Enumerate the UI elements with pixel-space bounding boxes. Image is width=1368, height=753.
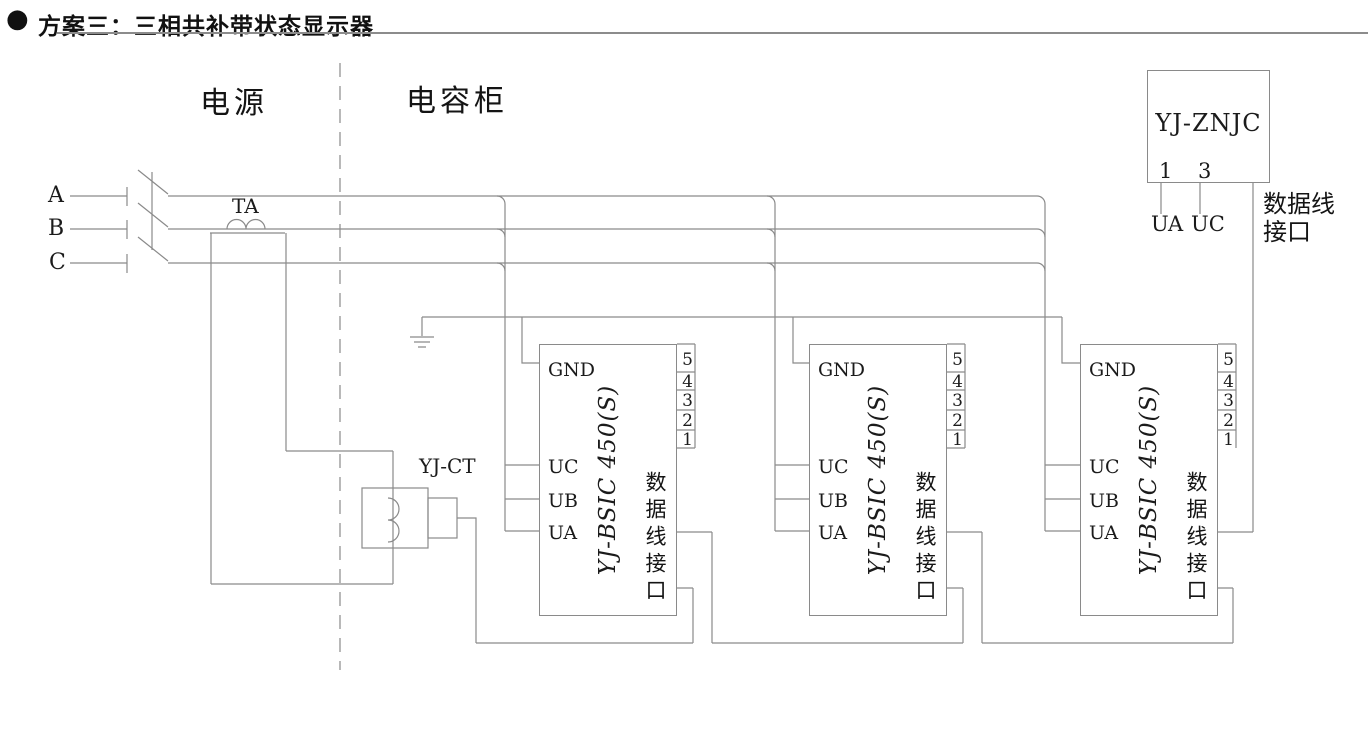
pin-1-label: 1 <box>682 430 693 450</box>
capacitor-zone-label: 电容柜 <box>406 84 508 119</box>
controller-model-label: YJ-BSIC 450(S) <box>1136 384 1162 576</box>
gnd-terminal-label: GND <box>818 359 866 381</box>
title-underline <box>57 32 1368 34</box>
pin-3-label: 3 <box>1223 391 1234 411</box>
data-interface-label: 数据线接口 <box>913 471 937 606</box>
data-interface-label: 数据线接口 <box>643 471 667 606</box>
phase-c-label: C <box>49 250 66 275</box>
pin-3-label: 3 <box>682 391 693 411</box>
uc-terminal-label: UC <box>818 456 849 478</box>
znjc-display-unit: YJ-ZNJC 1 3 <box>1147 70 1270 183</box>
data-line-label-line1: 数据线 <box>1263 190 1335 218</box>
pin-4-label: 4 <box>952 372 963 392</box>
pin-5-label: 5 <box>1223 350 1234 370</box>
pin-1-label: 1 <box>1223 430 1234 450</box>
pin-5-label: 5 <box>952 350 963 370</box>
ct-label: YJ-CT <box>419 454 476 478</box>
power-zone-label: 电源 <box>200 86 268 121</box>
pin-4-label: 4 <box>682 372 693 392</box>
ua-terminal-label: UA <box>818 522 848 544</box>
znjc-pin-stubs <box>1160 183 1201 214</box>
ct-sensor-symbol <box>361 487 477 643</box>
ub-terminal-label: UB <box>818 490 848 512</box>
uc-terminal-label: UC <box>1089 456 1120 478</box>
ub-terminal-label: UB <box>1089 490 1119 512</box>
earth-ground-icon <box>410 317 434 348</box>
controller-model-label: YJ-BSIC 450(S) <box>865 384 891 576</box>
voltage-tap-drops <box>496 195 1080 532</box>
znjc-model-label: YJ-ZNJC <box>1155 109 1262 137</box>
controller-model-label: YJ-BSIC 450(S) <box>595 384 621 576</box>
pin-5-label: 5 <box>682 350 693 370</box>
pin-1-label: 1 <box>952 430 963 450</box>
ta-label: TA <box>232 194 259 218</box>
znjc-ua-label: UA <box>1151 212 1184 236</box>
pin-3-label: 3 <box>952 391 963 411</box>
pin-blocks <box>677 343 1237 449</box>
page-title: 方案三：三相共补带状态显示器 <box>38 14 374 40</box>
gnd-terminal-label: GND <box>1089 359 1137 381</box>
znjc-uc-label: UC <box>1191 212 1225 236</box>
pin-2-label: 2 <box>952 411 963 431</box>
bsic-controller-3: GND UC UB UA YJ-BSIC 450(S) 数据线接口 5 4 3 … <box>1080 344 1234 616</box>
data-line-label-line2: 接口 <box>1263 218 1311 246</box>
znjc-pin-3-label: 3 <box>1198 159 1212 183</box>
data-interface-label: 数据线接口 <box>1184 471 1208 606</box>
phase-bus-lines <box>70 195 1037 264</box>
pin-2-label: 2 <box>682 411 693 431</box>
phase-b-label: B <box>48 216 65 241</box>
data-line-wires <box>476 183 1254 644</box>
bsic-controller-1: GND UC UB UA YJ-BSIC 450(S) 数据线接口 5 4 3 … <box>539 344 693 616</box>
bullet-icon: ● <box>6 4 29 34</box>
ua-terminal-label: UA <box>548 522 578 544</box>
ground-bus <box>422 316 1080 364</box>
pin-4-label: 4 <box>1223 372 1234 392</box>
ub-terminal-label: UB <box>548 490 578 512</box>
pin-2-label: 2 <box>1223 411 1234 431</box>
breaker-switch-symbol <box>126 169 169 273</box>
gnd-terminal-label: GND <box>548 359 596 381</box>
znjc-pin-1-label: 1 <box>1159 159 1173 183</box>
phase-a-label: A <box>48 183 64 208</box>
bsic-controller-2: GND UC UB UA YJ-BSIC 450(S) 数据线接口 5 4 3 … <box>809 344 963 616</box>
ta-transformer-symbol <box>210 218 394 585</box>
ua-terminal-label: UA <box>1089 522 1119 544</box>
uc-terminal-label: UC <box>548 456 579 478</box>
